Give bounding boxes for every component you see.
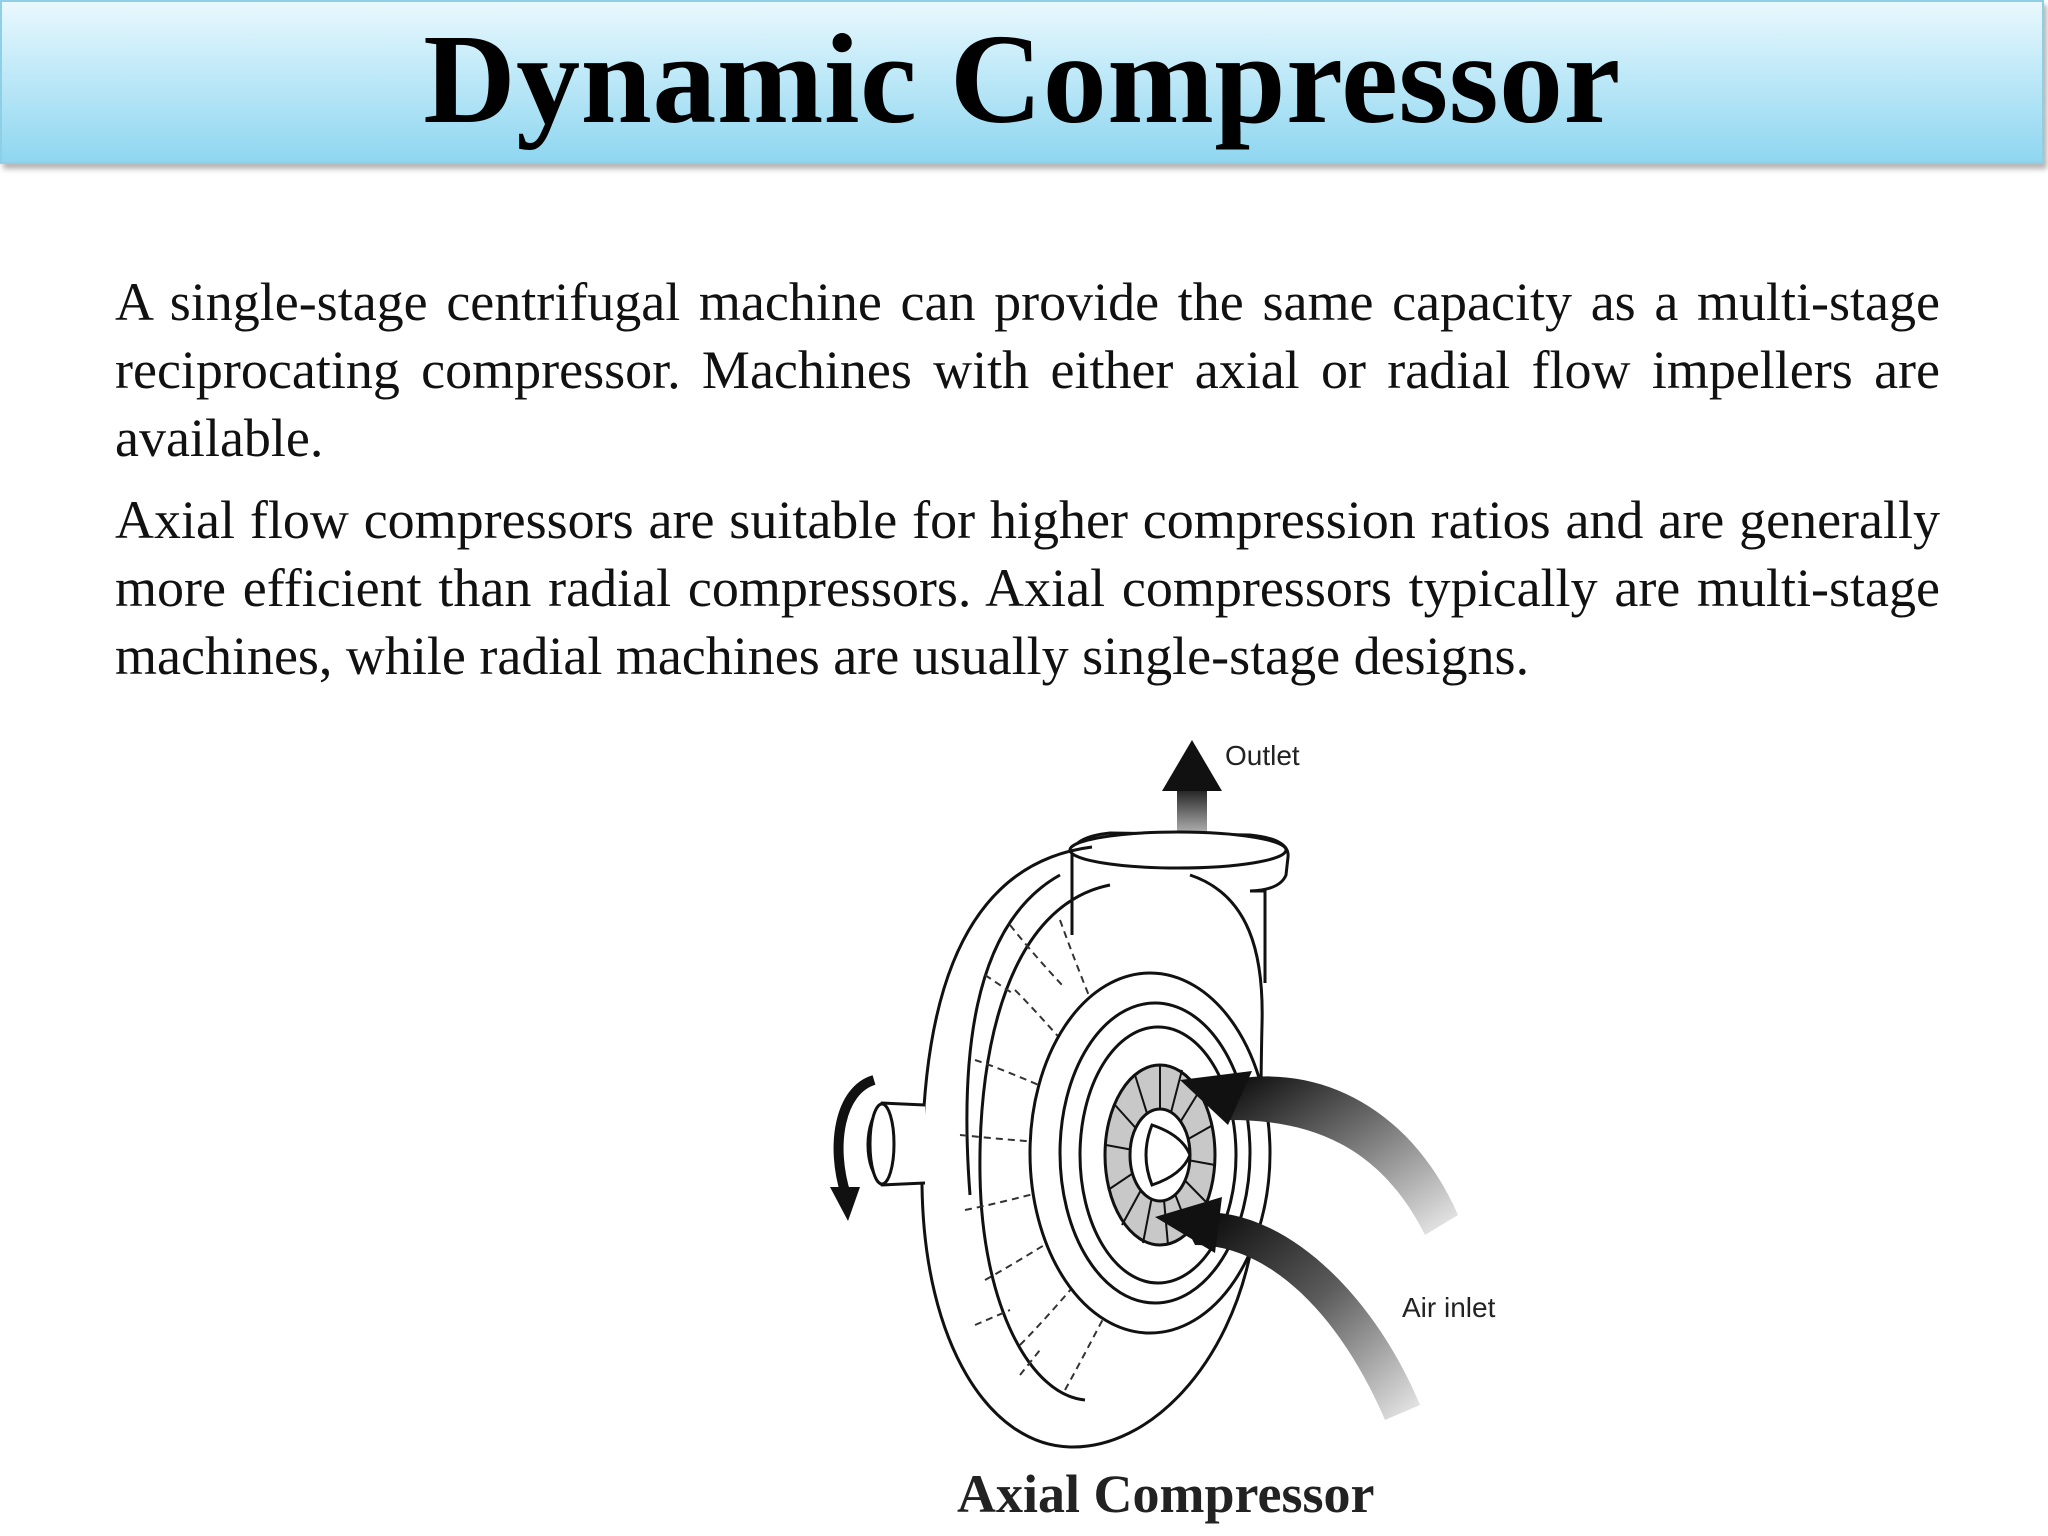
shaft — [866, 1101, 926, 1187]
paragraph-2: Axial flow compressors are suitable for … — [115, 490, 1940, 686]
outlet-arrow-icon — [1162, 740, 1222, 845]
air-inlet-label: Air inlet — [1402, 1292, 1496, 1323]
compressor-illustration — [830, 740, 1458, 1449]
volute-casing — [920, 845, 1264, 1449]
compressor-figure: Outlet Air inlet Axial Compressor — [810, 725, 1530, 1535]
outlet-flange — [1068, 830, 1290, 983]
paragraph-1: A single-stage centrifugal machine can p… — [115, 272, 1940, 468]
slide-title: Dynamic Compressor — [423, 8, 1621, 150]
outlet-label: Outlet — [1225, 740, 1300, 771]
air-inlet-arrow-icon — [1155, 1071, 1458, 1420]
figure-caption: Axial Compressor — [957, 1464, 1375, 1524]
title-bar: Dynamic Compressor — [0, 0, 2044, 164]
rotation-arrow-icon — [830, 1075, 876, 1221]
impeller — [1103, 1063, 1217, 1247]
body-text: A single-stage centrifugal machine can p… — [115, 268, 1940, 704]
